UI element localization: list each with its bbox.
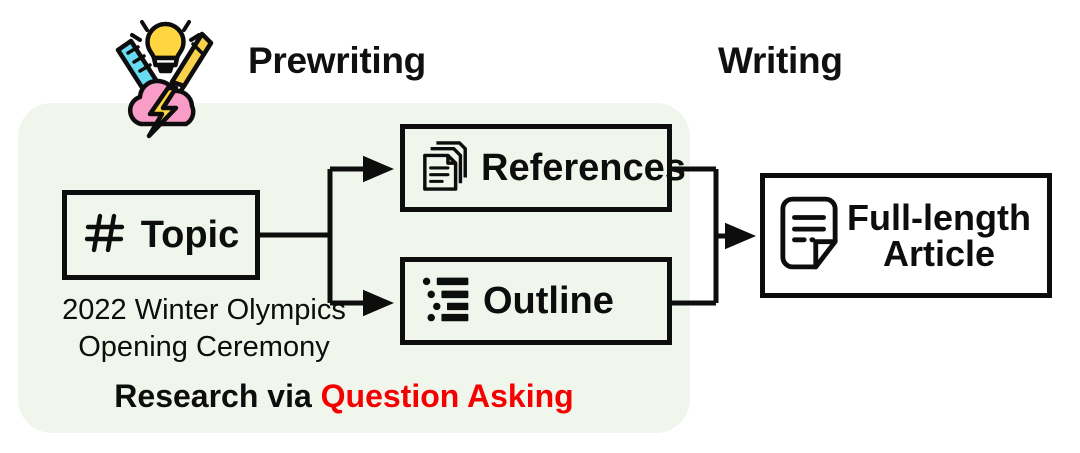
node-topic[interactable]: Topic	[62, 190, 260, 280]
topic-caption-line-2: Opening Ceremony	[78, 331, 330, 364]
research-prefix-text: Research via	[114, 378, 321, 414]
bullet-outline-icon	[421, 274, 473, 329]
node-outline-label: Outline	[483, 279, 614, 322]
node-references-label: References	[481, 146, 686, 189]
article-page-icon	[779, 195, 839, 276]
hash-icon	[83, 211, 127, 260]
research-highlight-text: Question Asking	[320, 378, 574, 414]
brainstorm-cloud-bulb-icon	[94, 8, 226, 140]
research-annotation: Research via Question Asking	[34, 378, 654, 415]
phase-label-prewriting: Prewriting	[248, 40, 426, 81]
topic-caption-line-1: 2022 Winter Olympics	[62, 294, 346, 326]
node-topic-label: Topic	[140, 213, 240, 256]
prewriting-panel	[18, 103, 690, 433]
node-references[interactable]: References	[400, 124, 686, 212]
topic-caption: 2022 Winter Olympics Opening Ceremony	[24, 292, 384, 366]
node-article-label: Full-length Article	[847, 196, 1031, 274]
phase-label-writing: Writing	[718, 40, 843, 81]
node-outline[interactable]: Outline	[400, 257, 672, 345]
node-article[interactable]: Full-length Article	[760, 173, 1052, 298]
document-stack-icon	[421, 139, 471, 198]
